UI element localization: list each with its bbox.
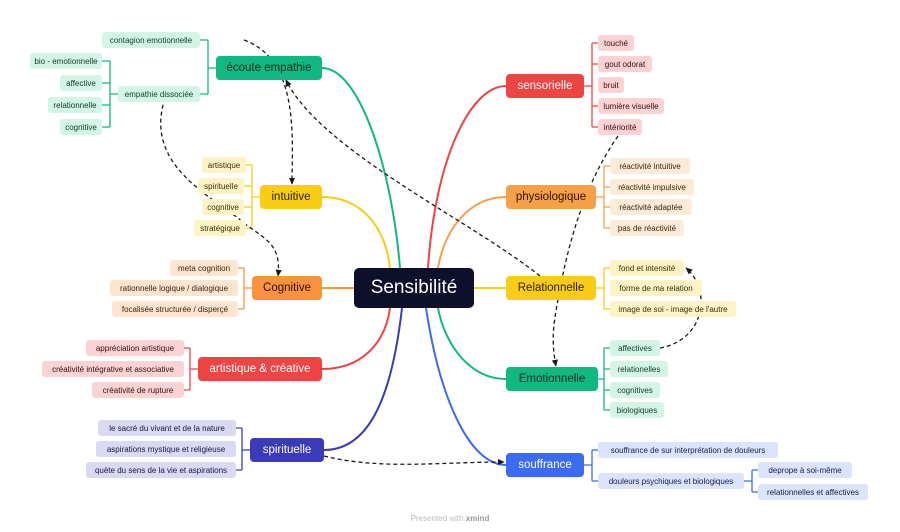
relation-relationnelle-to-ecoute xyxy=(285,79,541,277)
leaf-relationnelle[interactable]: image de soi - image de l'autre xyxy=(610,301,736,317)
leaf-sensorielle[interactable]: intériorité xyxy=(598,119,642,135)
leaf-physiologique[interactable]: réactivité adaptée xyxy=(610,199,692,215)
leaf-empathie-sub[interactable]: cognitive xyxy=(60,119,102,135)
leaf-artistique[interactable]: créativité intégrative et associative xyxy=(42,361,184,377)
leaf-douleurs-sub[interactable]: deprope à soi-même xyxy=(758,462,852,478)
leaf-emotionnelle[interactable]: relationelles xyxy=(610,361,668,377)
leaf-physiologique[interactable]: réactivité impulsive xyxy=(610,179,694,195)
leaf-empathie-sub[interactable]: affective xyxy=(60,75,102,91)
leaf-sensorielle[interactable]: bruit xyxy=(598,77,624,93)
leaf-spirituelle[interactable]: aspirations mystique et religieuse xyxy=(96,441,236,457)
leaf-artistique[interactable]: appréciation artistique xyxy=(86,340,184,356)
topic-intuitive[interactable]: intuitive xyxy=(260,185,322,209)
leaf-artistique[interactable]: créativité de rupture xyxy=(92,382,184,398)
leaf-relationnelle[interactable]: forme de ma relation xyxy=(610,280,702,296)
relation-interiorite-to-emotionnelle xyxy=(551,135,619,367)
topic-emotionnelle[interactable]: Emotionnelle xyxy=(506,367,598,391)
topic-cognitive[interactable]: Cognitive xyxy=(252,276,322,300)
branch-ecoute xyxy=(321,67,401,269)
topic-physiologique[interactable]: physiologique xyxy=(506,185,596,209)
leaf-sensorielle[interactable]: gout odorat xyxy=(598,56,652,72)
leaf-spirituelle[interactable]: quète du sens de la vie et aspirations xyxy=(86,462,236,478)
leaf-relationnelle[interactable]: fond et intensité xyxy=(610,260,684,276)
branch-physiologique xyxy=(437,196,507,269)
leaf-cognitive[interactable]: focalisée structurée / disperçé xyxy=(112,301,238,317)
footer-credit: Presented with xmind xyxy=(0,514,900,523)
leaf-sensorielle[interactable]: lumière visuelle xyxy=(598,98,664,114)
topic-artistique-creative[interactable]: artistique & créative xyxy=(198,357,322,381)
topic-spirituelle[interactable]: spirituelle xyxy=(250,438,324,462)
leaf-intuitive[interactable]: spirituelle xyxy=(198,178,244,194)
leaf-souffrance[interactable]: souffrance de sur interprétation de doul… xyxy=(598,442,778,458)
relation-spirituelle-to-souffrance xyxy=(323,455,505,466)
leaf-emotionnelle[interactable]: biologiques xyxy=(610,402,664,418)
topic-relationnelle[interactable]: Relationnelle xyxy=(506,276,596,300)
xmind-brand: xmind xyxy=(465,514,490,523)
topic-ecoute-empathie[interactable]: écoute empathie xyxy=(216,56,322,80)
branch-emotionnelle xyxy=(437,307,507,380)
leaf-ecoute[interactable]: empathie dissociée xyxy=(118,86,200,102)
leaf-empathie-sub[interactable]: relationnelle xyxy=(48,97,102,113)
leaf-cognitive[interactable]: rationnelle logique / dialogique xyxy=(110,280,238,296)
leaf-cognitive[interactable]: meta cognition xyxy=(170,260,238,276)
leaf-intuitive[interactable]: cognitive xyxy=(202,199,244,215)
leaf-physiologique[interactable]: pas de réactivité xyxy=(610,220,684,236)
relation-affectives-to-fond xyxy=(659,267,702,349)
leaf-intuitive[interactable]: artistique xyxy=(202,157,246,173)
branch-souffrance xyxy=(425,307,507,466)
branch-intuitive xyxy=(321,196,391,269)
central-topic[interactable]: Sensibilité xyxy=(354,268,474,308)
leaf-sensorielle[interactable]: touché xyxy=(598,35,634,51)
branch-spirituelle xyxy=(323,307,403,451)
footer-prefix: Presented with xyxy=(410,514,464,523)
leaf-ecoute[interactable]: contagion emotionnelle xyxy=(102,32,200,48)
branch-artistique xyxy=(321,307,391,370)
leaf-spirituelle[interactable]: le sacré du vivant et de la nature xyxy=(98,420,236,436)
leaf-douleurs-sub[interactable]: relationnelles et affectives xyxy=(758,484,868,500)
leaf-emotionnelle[interactable]: cognitives xyxy=(610,382,660,398)
leaf-physiologique[interactable]: réactivité intuitive xyxy=(610,158,690,174)
leaf-intuitive[interactable]: stratégique xyxy=(194,220,246,236)
leaf-empathie-sub[interactable]: bio - emotionnelle xyxy=(30,53,102,69)
branch-sensorielle xyxy=(427,85,507,269)
leaf-emotionnelle[interactable]: affectives xyxy=(610,340,660,356)
topic-souffrance[interactable]: souffrance xyxy=(506,453,584,477)
topic-sensorielle[interactable]: sensorielle xyxy=(506,74,584,98)
leaf-souffrance[interactable]: douleurs psychiques et biologiques xyxy=(598,473,744,489)
